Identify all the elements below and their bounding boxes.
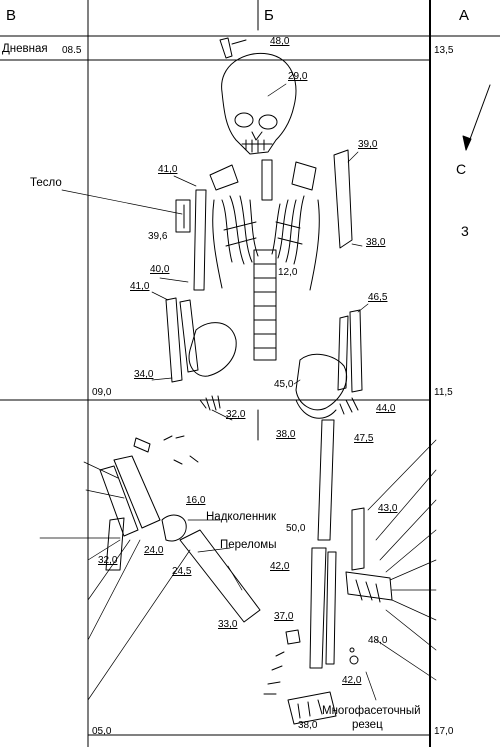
depth-ticks bbox=[151, 83, 369, 421]
annotation-fractures: Переломы bbox=[220, 539, 277, 551]
column-label-b: Б bbox=[264, 7, 274, 24]
compass-label: С bbox=[456, 161, 467, 177]
depth-bottom-right: 17,0 bbox=[434, 726, 454, 737]
annotation-burin-line1: Многофасеточный bbox=[322, 705, 421, 717]
depth-mark: 48,0 bbox=[368, 635, 388, 646]
depth-mark: 50,0 bbox=[286, 523, 306, 534]
depth-bottom-left: 05,0 bbox=[92, 726, 112, 737]
depth-mid-right: 11,5 bbox=[434, 387, 453, 398]
spine-pelvis bbox=[188, 249, 348, 419]
annotation-adze: Тесло bbox=[30, 177, 62, 189]
depth-mark: 39,0 bbox=[358, 139, 378, 150]
depth-mark: 32,0 bbox=[226, 409, 246, 420]
depth-mark: 43,0 bbox=[378, 503, 398, 514]
hand-bones bbox=[199, 395, 359, 415]
depth-mark: 47,5 bbox=[354, 433, 374, 444]
torso-drawing bbox=[209, 159, 320, 291]
depth-mark: 42,0 bbox=[270, 561, 290, 572]
column-label-v: В bbox=[6, 7, 17, 24]
depth-mark: 42,0 bbox=[342, 675, 362, 686]
square-number: 3 bbox=[461, 223, 469, 239]
depth-mark: 38,0 bbox=[276, 429, 296, 440]
depth-mark: 34,0 bbox=[134, 369, 154, 380]
depth-mark: 24,0 bbox=[144, 545, 164, 556]
depth-mark: 40,0 bbox=[150, 264, 170, 275]
depth-mark: 41,0 bbox=[158, 164, 178, 175]
annotation-patella: Надколенник bbox=[206, 511, 276, 523]
depth-mark: 32,0 bbox=[98, 555, 118, 566]
depth-mark: 48,0 bbox=[270, 36, 290, 47]
depth-mark: 44,0 bbox=[376, 403, 396, 414]
depth-mark: 37,0 bbox=[274, 611, 294, 622]
north-arrow-icon bbox=[462, 84, 491, 151]
column-label-a: А bbox=[459, 7, 470, 24]
depth-mark: 41,0 bbox=[130, 281, 150, 292]
depth-mark: 39,6 bbox=[148, 231, 168, 242]
annotation-burin-line2: резец bbox=[352, 719, 383, 731]
depth-mark: 16,0 bbox=[186, 495, 206, 506]
depth-mark: 24,5 bbox=[172, 566, 192, 577]
depth-mid-left: 09,0 bbox=[92, 387, 112, 398]
arm-bones bbox=[165, 149, 363, 393]
depth-mark: 12,0 bbox=[278, 267, 298, 278]
depth-mark: 45,0 bbox=[274, 379, 294, 390]
depth-mark: 38,0 bbox=[298, 720, 318, 731]
depth-top-right: 13,5 bbox=[434, 45, 454, 56]
depth-mark: 29,0 bbox=[288, 71, 308, 82]
surface-value: 08.5 bbox=[62, 45, 82, 56]
depth-mark: 46,5 bbox=[368, 292, 388, 303]
skull-drawing bbox=[219, 37, 297, 155]
leader-lines bbox=[39, 189, 437, 701]
surface-label: Дневная bbox=[2, 43, 48, 55]
leg-bones bbox=[99, 419, 365, 669]
depth-mark: 33,0 bbox=[218, 619, 238, 630]
depth-mark: 38,0 bbox=[366, 237, 386, 248]
